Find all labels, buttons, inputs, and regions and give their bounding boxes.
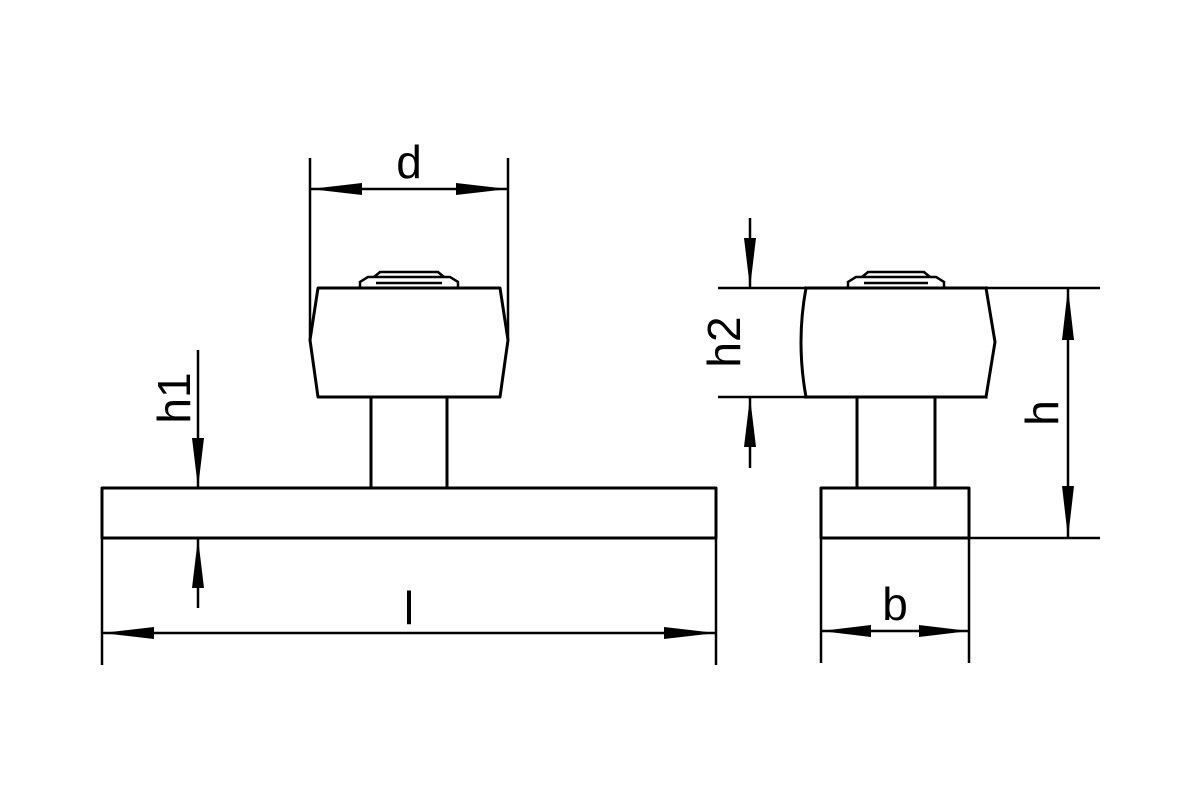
side-base-block [819, 486, 971, 540]
front-knob-cap [358, 270, 460, 288]
front-knob-body [308, 286, 510, 399]
side-knob-cap [846, 270, 946, 288]
dimension-l: l [100, 538, 718, 665]
arrowhead [744, 397, 756, 447]
arrowhead [192, 538, 204, 588]
front-base-bar [100, 486, 718, 540]
label-b: b [882, 578, 908, 630]
dimension-h: h [969, 286, 1100, 540]
arrowhead [456, 183, 508, 195]
side-stem [855, 395, 937, 490]
arrowhead [192, 438, 204, 488]
arrowhead [821, 625, 871, 637]
dimension-b: b [819, 538, 971, 663]
arrowhead [310, 183, 362, 195]
arrowhead [919, 625, 969, 637]
arrowhead [744, 238, 756, 288]
dimension-d: d [308, 136, 510, 340]
label-h1: h1 [148, 372, 200, 423]
label-d: d [396, 136, 422, 188]
side-knob-body [799, 286, 997, 399]
arrowhead [1062, 486, 1074, 538]
dimension-h2: h2 [698, 218, 806, 468]
label-h2: h2 [698, 316, 750, 367]
arrowhead [1062, 288, 1074, 340]
side-view [799, 270, 997, 540]
arrowhead [664, 627, 716, 639]
arrowhead [102, 627, 154, 639]
dimension-h1: h1 [148, 350, 204, 608]
label-l: l [404, 582, 414, 634]
front-stem [369, 395, 449, 490]
label-h: h [1016, 400, 1068, 426]
